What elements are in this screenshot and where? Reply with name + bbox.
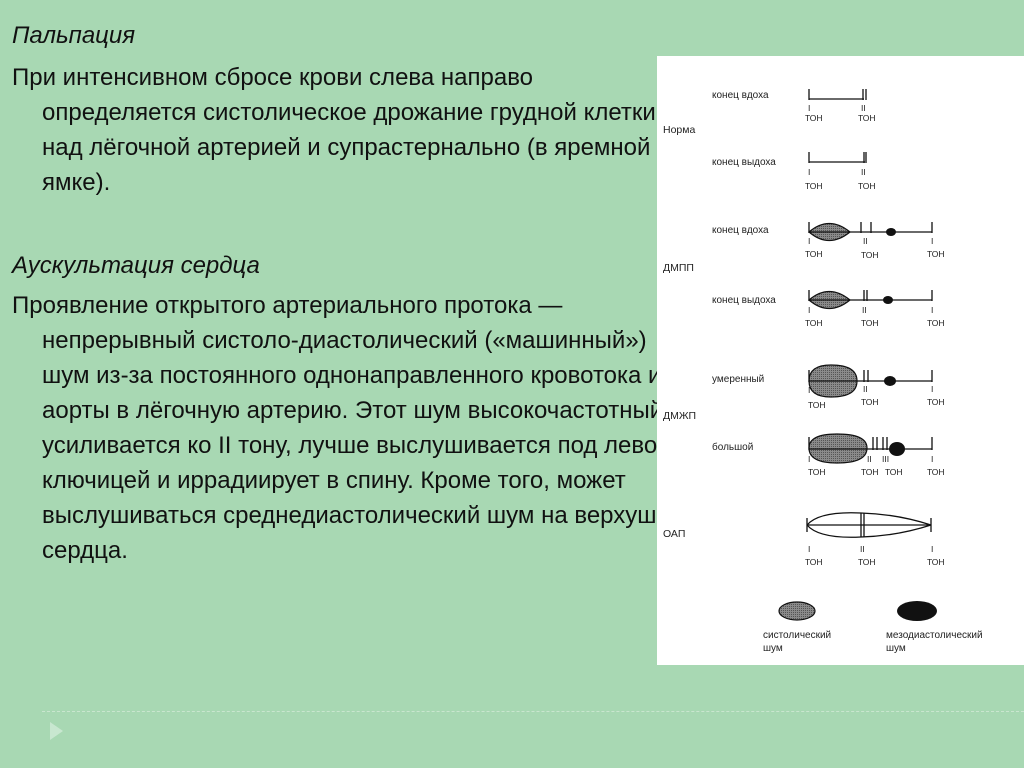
tone-label: ТОН [861, 397, 879, 407]
tone-mark: II [861, 103, 866, 113]
row-dmpp-exhale: конец выдоха I II I ТОН ТОН ТОН [712, 290, 945, 328]
tone-mark: II [862, 305, 867, 315]
tone-mark: I [931, 454, 933, 464]
tone-label: ТОН [805, 113, 823, 123]
tone-mark: I [808, 454, 810, 464]
tone-mark: I [808, 385, 810, 395]
tone-label: ТОН [927, 397, 945, 407]
tone-mark: I [808, 544, 810, 554]
tone-mark: I [931, 384, 933, 394]
row-dmzhp-moderate: умеренный I II I ТОН ТОН ТОН [712, 364, 945, 410]
oap-murmur-upper [806, 512, 932, 526]
auscultation-paragraph: Проявление открытого артериального прото… [12, 292, 681, 564]
tone-mark: I [808, 103, 810, 113]
tone-label: ТОН [861, 318, 879, 328]
mesodiastolic-murmur-shape [884, 376, 896, 386]
row-label: конец выдоха [712, 295, 776, 306]
tone-mark: II [861, 167, 866, 177]
palpation-paragraph: При интенсивном сбросе крови слева напра… [12, 64, 656, 196]
row-dmpp-inhale: конец вдоха I II I ТОН ТОН ТОН [712, 222, 945, 260]
tone-label: ТОН [861, 250, 879, 260]
mesodiastolic-murmur-shape [886, 228, 896, 236]
tone-label: ТОН [805, 249, 823, 259]
tone-mark: II [863, 384, 868, 394]
tone-mark: II [863, 236, 868, 246]
legend-systolic-label-2: шум [763, 643, 783, 654]
tone-label: ТОН [858, 113, 876, 123]
next-slide-arrow-icon[interactable] [50, 722, 63, 740]
tone-label: ТОН [861, 467, 879, 477]
group-label-norma: Норма [663, 124, 695, 136]
tone-mark: II [867, 454, 872, 464]
heart-murmur-diagram: Норма ДМПП ДМЖП ОАП конец вдоха I II ТОН… [657, 56, 1024, 665]
tone-label: ТОН [805, 557, 823, 567]
legend: систолический шум мезодиастолический шум [763, 601, 983, 654]
mesodiastolic-murmur-shape [889, 442, 905, 456]
tone-label: ТОН [858, 181, 876, 191]
legend-mesodiastolic-label-2: шум [886, 643, 906, 654]
tone-mark: I [808, 167, 810, 177]
tone-label: ТОН [885, 467, 903, 477]
tone-label: ТОН [927, 249, 945, 259]
group-label-oap: ОАП [663, 528, 685, 540]
row-oap: I II I ТОН ТОН ТОН [805, 512, 945, 567]
tone-label: ТОН [805, 318, 823, 328]
group-label-dmpp: ДМПП [663, 262, 694, 274]
tone-mark: II [860, 544, 865, 554]
tone-label: ТОН [805, 181, 823, 191]
oap-murmur-lower [806, 524, 932, 538]
row-label: большой [712, 441, 753, 453]
tone-mark: I [931, 544, 933, 554]
row-dmzhp-large: большой I II III I ТОН ТОН ТОН ТОН [712, 433, 945, 477]
row-norma-exhale: конец выдоха I II ТОН ТОН [712, 152, 876, 191]
row-label: конец вдоха [712, 225, 769, 236]
row-label: конец вдоха [712, 90, 769, 101]
footer-divider [42, 711, 1024, 712]
tone-mark: I [808, 305, 810, 315]
phonocardiogram-svg: Норма ДМПП ДМЖП ОАП конец вдоха I II ТОН… [663, 89, 983, 654]
row-label: конец выдоха [712, 157, 776, 168]
tone-mark: I [931, 305, 933, 315]
tone-label: ТОН [808, 400, 826, 410]
tone-label: ТОН [858, 557, 876, 567]
legend-mesodiastolic-swatch [897, 601, 937, 621]
row-label: умеренный [712, 374, 764, 385]
mesodiastolic-murmur-shape [883, 296, 893, 304]
palpation-heading: Пальпация [12, 22, 136, 49]
tone-label: ТОН [808, 467, 826, 477]
legend-mesodiastolic-label: мезодиастолический [886, 630, 983, 641]
legend-systolic-label: систолический [763, 630, 831, 641]
legend-systolic-swatch [778, 601, 816, 621]
tone-mark: III [882, 454, 889, 464]
tone-mark: I [808, 236, 810, 246]
auscultation-heading: Аускультация сердца [12, 252, 260, 279]
row-norma-inhale: конец вдоха I II ТОН ТОН [712, 89, 876, 123]
tone-label: ТОН [927, 467, 945, 477]
group-label-dmzhp: ДМЖП [663, 410, 696, 422]
tone-label: ТОН [927, 557, 945, 567]
tone-mark: I [931, 236, 933, 246]
tone-label: ТОН [927, 318, 945, 328]
